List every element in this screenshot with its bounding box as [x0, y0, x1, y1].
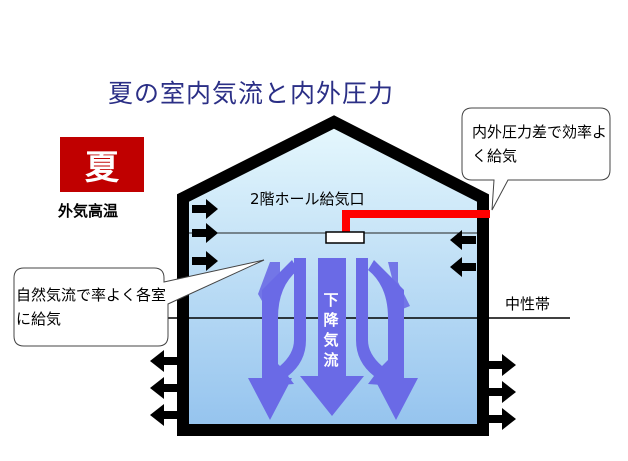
callout-bubble-left	[13, 259, 265, 347]
arrow-right-icon	[192, 223, 218, 243]
season-badge: 夏	[60, 137, 144, 192]
hall-supply-vent	[325, 231, 365, 244]
supply-duct	[342, 210, 490, 236]
arrow-left-icon	[450, 230, 476, 250]
diagram-title: 夏の室内気流と内外圧力	[108, 79, 395, 108]
outside-temperature-label: 外気高温	[58, 202, 119, 220]
curved-down-arrow-icon	[300, 258, 364, 416]
callout-bubble-right	[461, 107, 611, 211]
inflow-arrows-left	[192, 199, 218, 271]
curved-down-arrow-icon	[266, 258, 306, 386]
curved-down-arrow-icon	[388, 262, 410, 310]
natural-flow-callout-text: 自然気流で率よく各室に給気	[16, 286, 167, 328]
house-outline	[177, 115, 489, 436]
outflow-arrows-left	[150, 350, 178, 426]
arrow-right-icon	[488, 381, 516, 403]
arrow-right-icon	[488, 408, 516, 430]
airflow-arrows	[248, 258, 418, 420]
downflow-label: 下降気流	[323, 291, 339, 369]
curved-down-arrow-icon	[258, 262, 280, 308]
neutral-zone-label: 中性帯	[505, 295, 551, 313]
arrow-right-icon	[192, 199, 218, 219]
arrow-right-icon	[192, 251, 218, 271]
curved-down-arrow-icon	[356, 258, 396, 386]
hall-supply-label: 2階ホール給気口	[250, 190, 365, 208]
arrow-left-icon	[150, 377, 178, 399]
arrow-left-icon	[450, 257, 476, 277]
arrow-left-icon	[150, 350, 178, 372]
curved-down-arrow-icon	[368, 260, 418, 420]
outflow-arrows-right	[488, 354, 516, 430]
arrow-right-icon	[488, 354, 516, 376]
inflow-arrows-right	[450, 230, 476, 277]
pressure-diff-callout-text: 内外圧力差で効率よく給気	[472, 123, 608, 165]
curved-down-arrow-icon	[248, 260, 298, 420]
arrow-left-icon	[150, 404, 178, 426]
